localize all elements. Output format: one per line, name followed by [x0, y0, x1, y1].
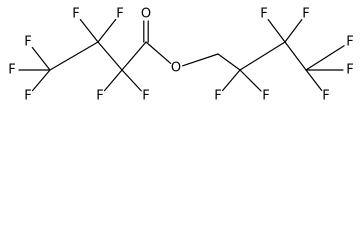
single-bond-line	[103, 69, 123, 92]
single-bond-line	[239, 69, 262, 92]
oxygen-atom-label: O	[171, 61, 181, 76]
single-bond-line	[97, 41, 123, 71]
fluorine-atom-label: F	[302, 7, 309, 22]
single-bond-line	[121, 41, 147, 71]
single-bond-line	[79, 18, 99, 43]
single-bond-line	[121, 69, 142, 92]
single-bond-line	[305, 69, 323, 92]
single-bond-line	[217, 53, 241, 71]
single-bond-line	[49, 41, 99, 71]
single-bond-line	[182, 53, 219, 67]
single-bond-line	[284, 19, 303, 43]
fluorine-atom-label: F	[322, 89, 329, 104]
single-bond-line	[145, 41, 172, 65]
single-bond-line	[267, 19, 286, 43]
single-bond-line	[284, 41, 307, 71]
fluorine-atom-label: F	[96, 89, 103, 104]
fluorine-atom-label: F	[346, 35, 353, 50]
fluorine-atom-label: F	[24, 35, 31, 50]
bonds-layer	[18, 18, 345, 92]
fluorine-atom-label: F	[116, 7, 123, 22]
fluorine-atom-label: F	[72, 7, 79, 22]
fluorine-atom-label: F	[214, 89, 221, 104]
single-bond-line	[31, 69, 51, 92]
fluorine-atom-label: F	[8, 63, 15, 78]
oxygen-atom-label: O	[141, 7, 151, 22]
single-bond-line	[239, 41, 286, 71]
single-bond-line	[221, 69, 241, 92]
fluorine-atom-label: F	[346, 63, 353, 78]
fluorine-atom-label: F	[260, 7, 267, 22]
fluorine-atom-label: F	[142, 89, 149, 104]
fluorine-atom-label: F	[262, 89, 269, 104]
single-bond-line	[97, 18, 117, 43]
single-bond-line	[31, 46, 51, 71]
single-bond-line	[305, 45, 345, 71]
fluorine-atom-label: F	[24, 89, 31, 104]
